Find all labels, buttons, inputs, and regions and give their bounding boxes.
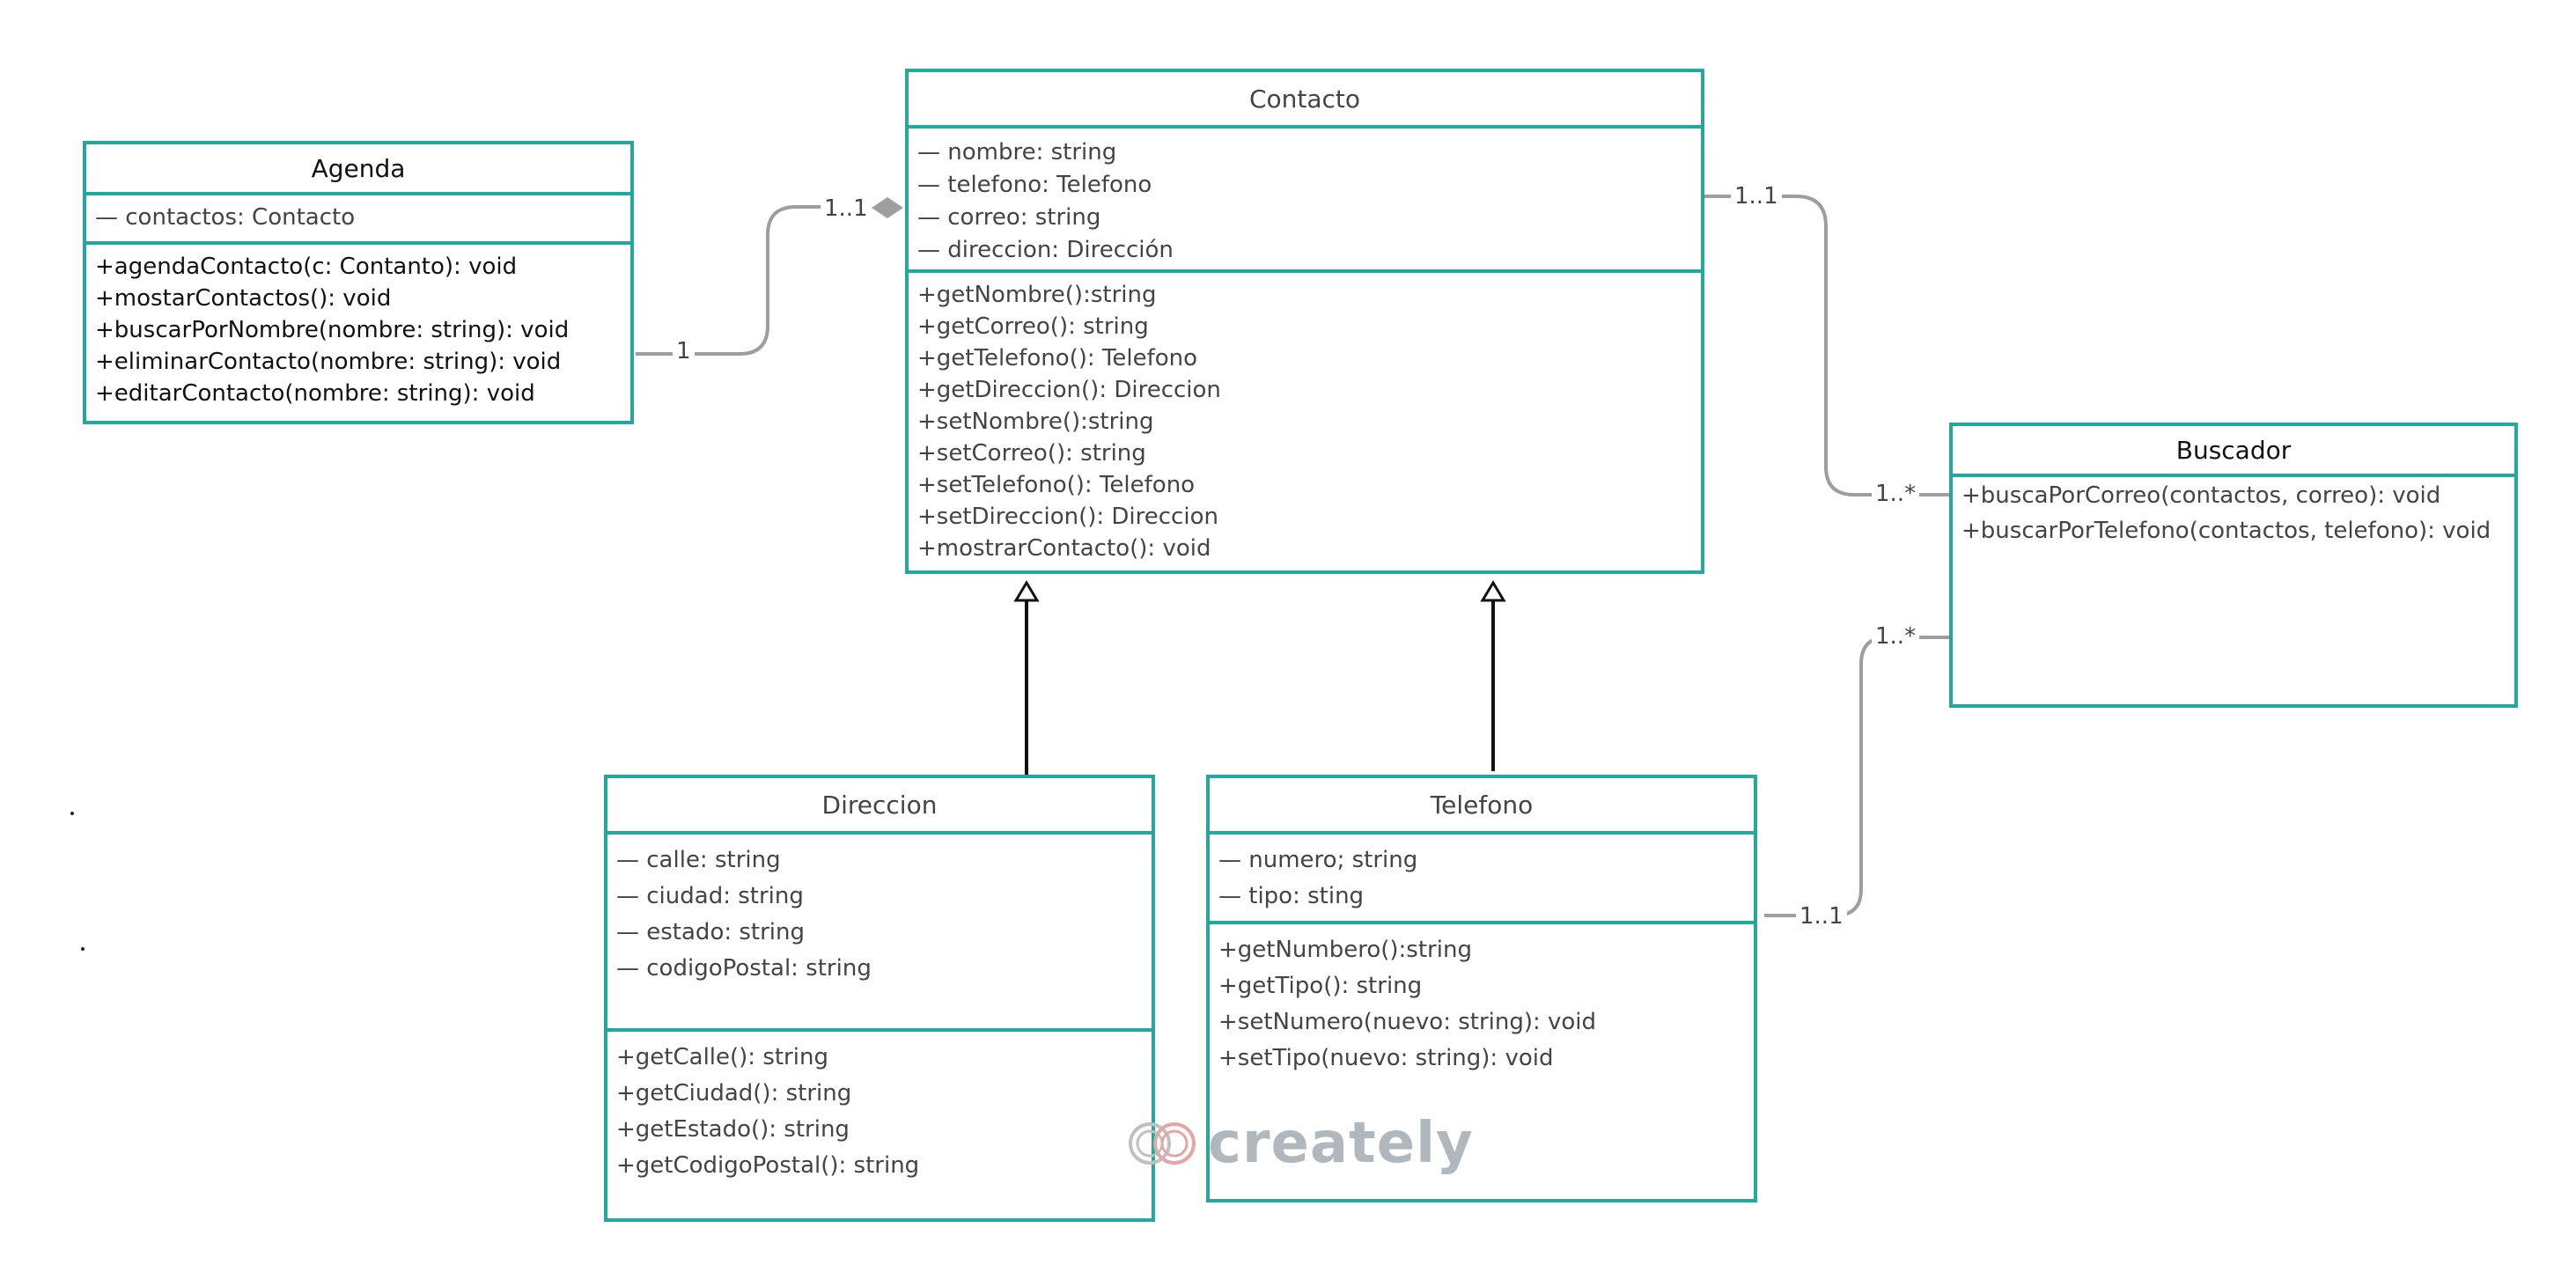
operation: +getTipo(): string (1218, 973, 1423, 999)
operation: +getNombre():string (917, 282, 1157, 308)
operation: +setCorreo(): string (917, 440, 1146, 467)
multiplicity-contacto-agenda-end: 1..1 (821, 195, 872, 222)
operation: +buscarPorTelefono(contactos, telefono):… (1961, 518, 2491, 544)
attribute: — direccion: Dirección (917, 237, 1174, 263)
creately-logo-icon (1129, 1122, 1196, 1165)
operation: +editarContacto(nombre: string): void (95, 380, 535, 407)
aggregation-diamond (872, 197, 903, 218)
operation: +getEstado(): string (616, 1116, 850, 1143)
operation: +getTelefono(): Telefono (917, 345, 1198, 371)
stray-dot (81, 947, 85, 951)
operation: +getNumbero():string (1218, 937, 1472, 963)
operation: +getCiudad(): string (616, 1080, 852, 1107)
operation: +mostrarContacto(): void (917, 535, 1211, 562)
class-telefono-operations: +getNumbero():string +getTipo(): string … (1210, 924, 1754, 1081)
class-direccion-operations: +getCalle(): string +getCiudad(): string… (607, 1032, 1152, 1188)
attribute: — telefono: Telefono (917, 172, 1152, 198)
class-direccion-attributes: — calle: string — ciudad: string — estad… (607, 835, 1152, 1032)
class-telefono[interactable]: Telefono — numero; string — tipo: sting … (1206, 775, 1757, 1202)
telefono-buscador-association (1764, 636, 1949, 917)
class-agenda-name: Agenda (86, 144, 630, 195)
operation: +setTipo(nuevo: string): void (1218, 1045, 1554, 1071)
attribute: — contactos: Contacto (95, 204, 356, 231)
operation: +buscarPorNombre(nombre: string): void (95, 317, 570, 343)
direccion-inheritance-arrow (1013, 580, 1040, 602)
class-agenda-attributes: — contactos: Contacto (86, 195, 630, 245)
attribute: — ciudad: string (616, 883, 804, 909)
class-buscador-name: Buscador (1953, 426, 2514, 477)
watermark-text: creately (1208, 1111, 1474, 1176)
operation: +agendaContacto(c: Contanto): void (95, 254, 518, 280)
attribute: — numero; string (1218, 847, 1418, 873)
class-telefono-attributes: — numero; string — tipo: sting (1210, 835, 1754, 924)
attribute: — estado: string (616, 919, 806, 945)
telefono-inheritance-arrow (1480, 580, 1506, 602)
attribute: — tipo: sting (1218, 883, 1365, 909)
operation: +getDireccion(): Direccion (917, 377, 1221, 403)
class-agenda-operations: +agendaContacto(c: Contanto): void +most… (86, 245, 630, 412)
attribute: — calle: string (616, 847, 781, 873)
operation: +mostarContactos(): void (95, 285, 392, 312)
class-direccion-name: Direccion (607, 778, 1152, 835)
operation: +buscaPorCorreo(contactos, correo): void (1961, 482, 2441, 509)
attribute: — correo: string (917, 204, 1101, 231)
operation: +getCorreo(): string (917, 313, 1149, 340)
operation: +getCalle(): string (616, 1044, 828, 1070)
stray-dot (70, 812, 74, 815)
class-direccion[interactable]: Direccion — calle: string — ciudad: stri… (604, 775, 1155, 1222)
operation: +setTelefono(): Telefono (917, 472, 1196, 498)
multiplicity-buscador-contacto-end: 1..* (1872, 481, 1920, 507)
operation: +getCodigoPostal(): string (616, 1152, 920, 1179)
class-telefono-name: Telefono (1210, 778, 1754, 835)
class-contacto-operations: +getNombre():string +getCorreo(): string… (909, 273, 1701, 567)
attribute: — nombre: string (917, 139, 1117, 165)
class-contacto[interactable]: Contacto — nombre: string — telefono: Te… (905, 69, 1704, 574)
operation: +setDireccion(): Direccion (917, 504, 1218, 530)
class-buscador[interactable]: Buscador +buscaPorCorreo(contactos, corr… (1949, 423, 2518, 708)
operation: +eliminarContacto(nombre: string): void (95, 349, 562, 375)
operation: +setNombre():string (917, 408, 1154, 435)
multiplicity-agenda-end: 1 (673, 338, 695, 364)
class-contacto-name: Contacto (909, 72, 1701, 129)
operation: +setNumero(nuevo: string): void (1218, 1009, 1597, 1035)
contacto-buscador-association (1704, 195, 1949, 496)
class-buscador-operations: +buscaPorCorreo(contactos, correo): void… (1953, 477, 2514, 553)
multiplicity-contacto-buscador-end: 1..1 (1731, 183, 1782, 210)
agenda-contacto-association (636, 205, 872, 356)
creately-watermark: creately (1123, 1111, 1474, 1176)
attribute: — codigoPostal: string (616, 955, 872, 982)
class-agenda[interactable]: Agenda — contactos: Contacto +agendaCont… (83, 141, 634, 424)
class-contacto-attributes: — nombre: string — telefono: Telefono — … (909, 129, 1701, 273)
multiplicity-buscador-telefono-end: 1..* (1872, 623, 1920, 650)
multiplicity-telefono-buscador-end: 1..1 (1796, 903, 1847, 930)
